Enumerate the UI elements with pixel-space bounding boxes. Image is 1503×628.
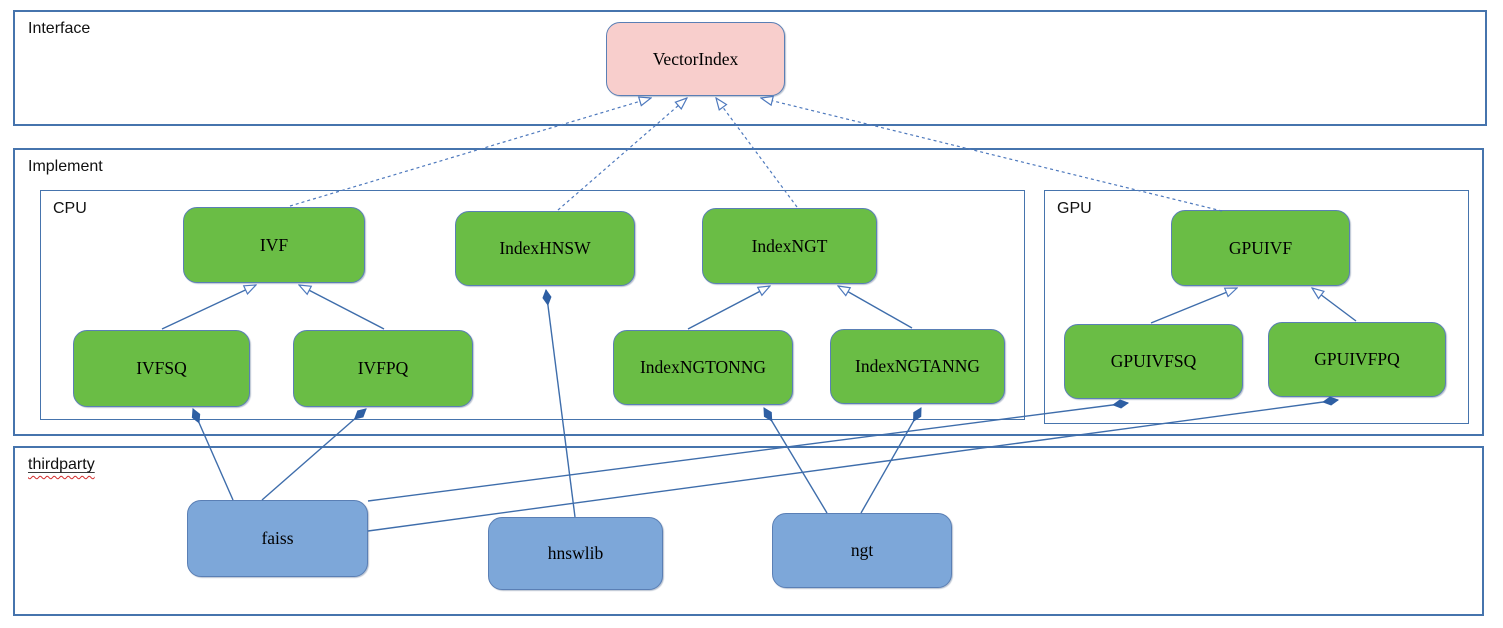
container-thirdparty-label: thirdparty	[28, 456, 95, 474]
node-indexngt-label: IndexNGT	[751, 235, 828, 256]
node-ivf-label: IVF	[259, 234, 289, 255]
node-ivfsq: IVFSQ	[73, 330, 250, 407]
node-faiss: faiss	[187, 500, 368, 577]
node-vectorindex-label: VectorIndex	[652, 48, 739, 69]
node-gpuivfsq: GPUIVFSQ	[1064, 324, 1243, 399]
container-gpu-label: GPU	[1057, 200, 1092, 217]
node-indexngtonng: IndexNGTONNG	[613, 330, 793, 405]
node-indexngtanng-label: IndexNGTANNG	[855, 356, 980, 376]
node-indexhnsw: IndexHNSW	[455, 211, 635, 286]
container-cpu-label: CPU	[53, 200, 87, 217]
container-interface-label: Interface	[28, 20, 91, 37]
thirdparty-misspelling-squiggle: thirdparty	[28, 456, 95, 473]
node-ngt-label: ngt	[850, 540, 874, 560]
node-indexngtanng: IndexNGTANNG	[830, 329, 1005, 404]
node-ivfpq: IVFPQ	[293, 330, 473, 407]
node-ngt: ngt	[772, 513, 952, 588]
node-ivfsq-label: IVFSQ	[136, 358, 187, 378]
node-hnswlib-label: hnswlib	[547, 543, 604, 563]
node-indexngt: IndexNGT	[702, 208, 877, 284]
node-indexngtonng-label: IndexNGTONNG	[639, 357, 767, 377]
node-hnswlib: hnswlib	[488, 517, 663, 590]
node-ivf: IVF	[183, 207, 365, 283]
node-vectorindex: VectorIndex	[606, 22, 785, 96]
container-implement-label: Implement	[28, 158, 103, 175]
node-gpuivfpq-label: GPUIVFPQ	[1314, 349, 1400, 369]
node-gpuivf-label: GPUIVF	[1228, 237, 1293, 258]
node-gpuivfsq-label: GPUIVFSQ	[1110, 351, 1197, 371]
node-ivfpq-label: IVFPQ	[357, 358, 409, 378]
node-gpuivfpq: GPUIVFPQ	[1268, 322, 1446, 397]
node-indexhnsw-label: IndexHNSW	[499, 238, 591, 258]
node-faiss-label: faiss	[261, 528, 294, 548]
node-gpuivf: GPUIVF	[1171, 210, 1350, 286]
